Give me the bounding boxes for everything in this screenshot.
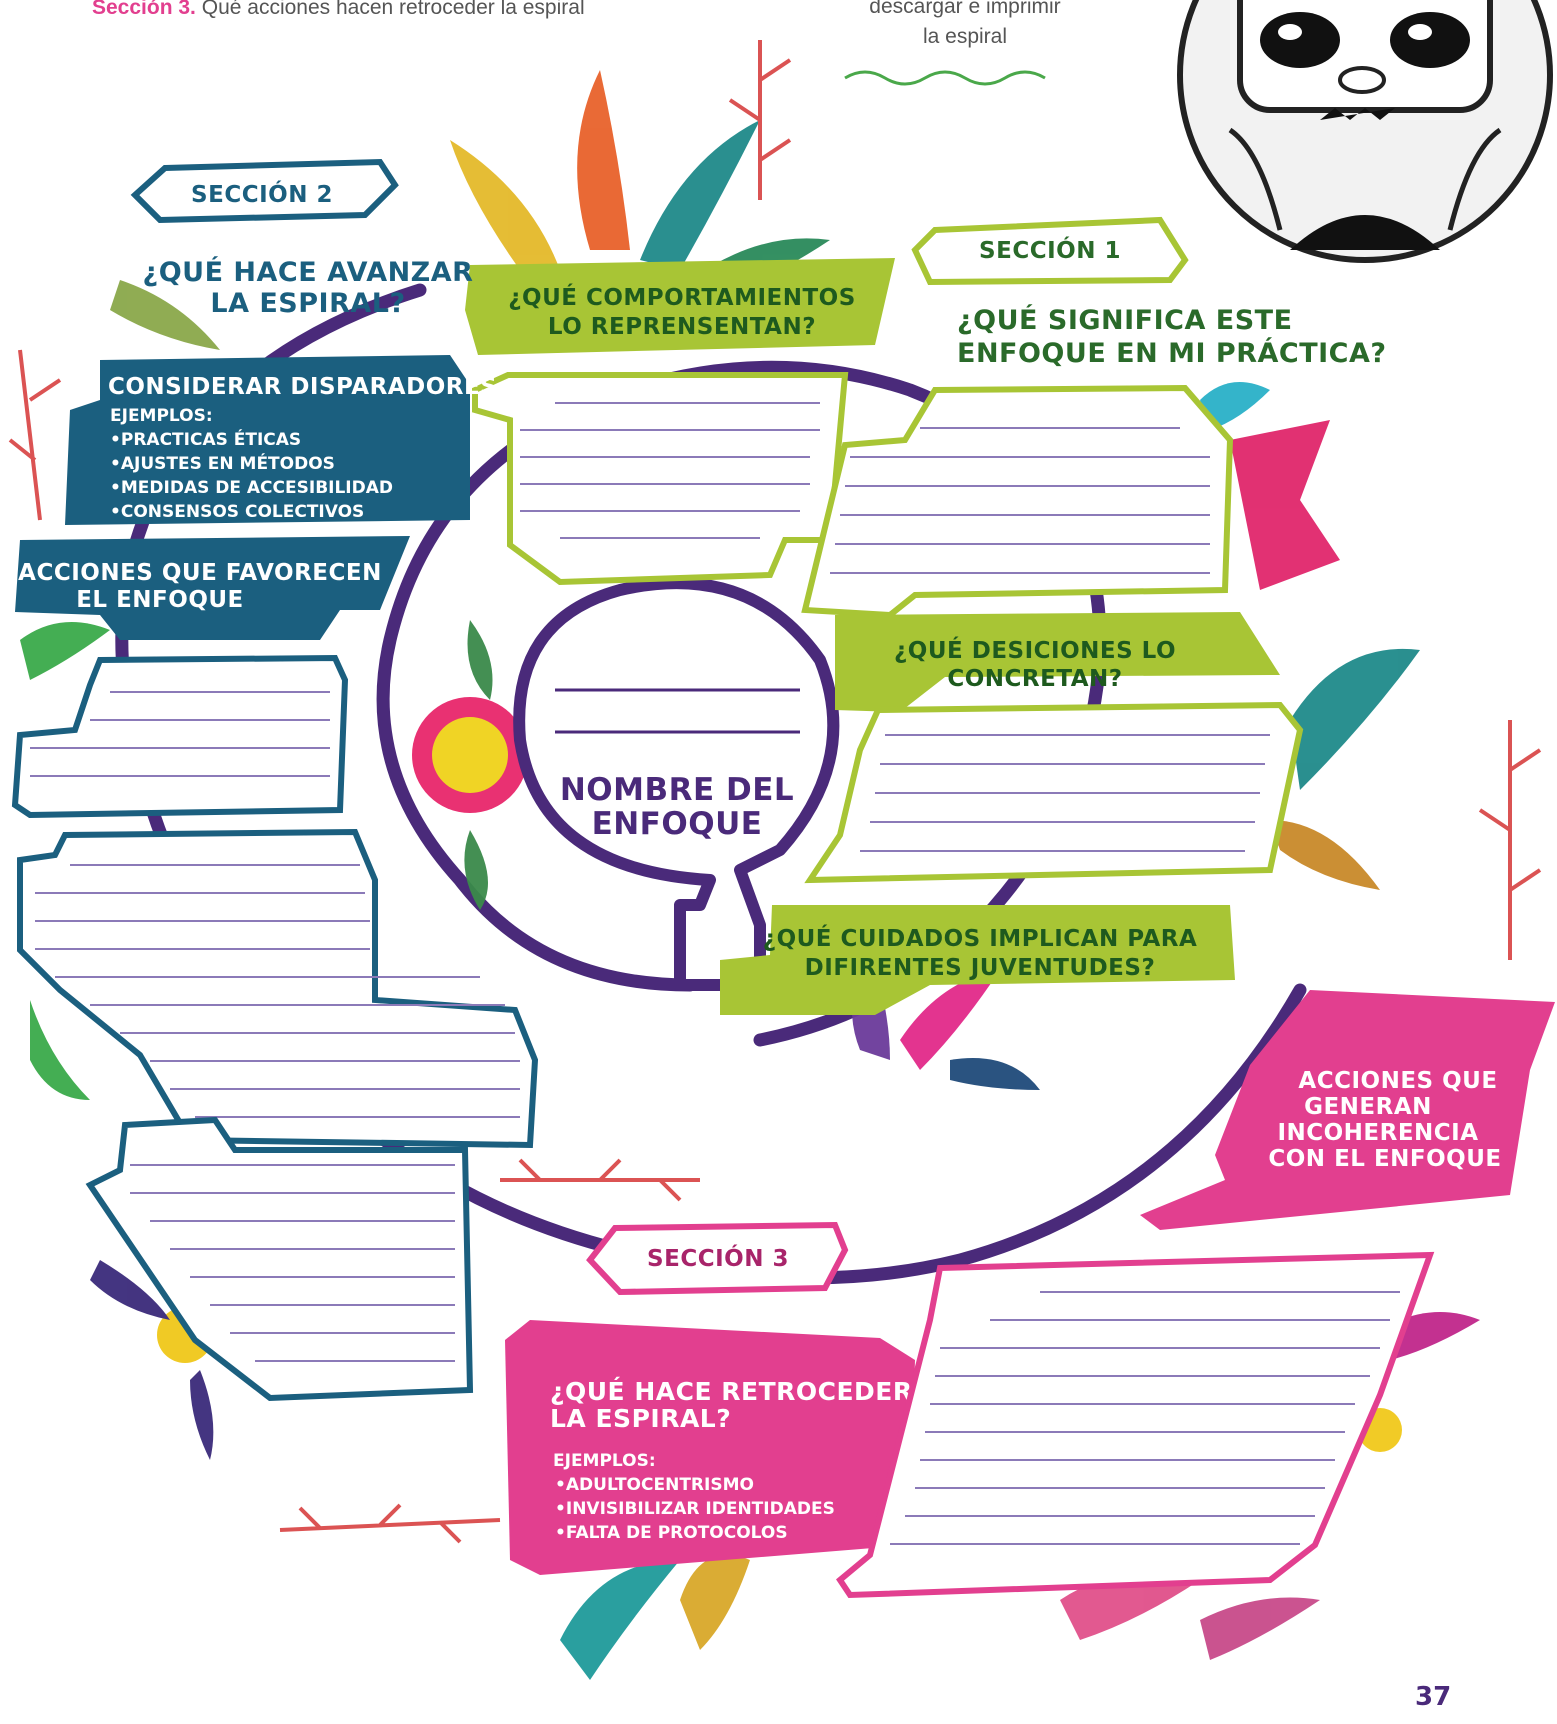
- favor-actions-banner: [15, 536, 410, 640]
- incoherence-line3: INCOHERENCIA: [1277, 1120, 1478, 1146]
- favor-writing-lines-1: [30, 691, 330, 777]
- section-2: SECCIÓN 2 ¿QUÉ HACE AVANZAR LA ESPIRAL? …: [11, 158, 539, 1402]
- behaviors-answer-box: [472, 372, 849, 586]
- behaviors-banner: [465, 258, 895, 355]
- section-3-tag: [586, 1221, 849, 1296]
- triggers-example-2: •AJUSTES EN MÉTODOS: [110, 452, 335, 474]
- favor-answer-box-1: [11, 654, 349, 819]
- triggers-examples-label: EJEMPLOS:: [110, 406, 213, 426]
- section-description: Qué acciones hacen retroceder la espiral: [201, 0, 585, 19]
- triggers-example-3: •MEDIDAS DE ACCESIBILIDAD: [110, 478, 393, 498]
- center-title-line1: NOMBRE DEL: [560, 772, 794, 808]
- retreat-example-2: •INVISIBILIZAR IDENTIDADES: [555, 1499, 835, 1519]
- triggers-title: CONSIDERAR DISPARADORES: [108, 374, 497, 400]
- decisions-line2: CONCRETAN?: [947, 666, 1122, 692]
- download-note-line1: descargar e imprimir: [869, 0, 1061, 18]
- favor-writing-lines-2: [35, 864, 520, 1118]
- incoherence-line4: CON EL ENFOQUE: [1268, 1146, 1501, 1172]
- section-1-question-line2: ENFOQUE EN MI PRÁCTICA?: [957, 337, 1387, 369]
- behaviors-line2: LO REPRENSENTAN?: [548, 314, 816, 340]
- section-1: SECCIÓN 1 ¿QUÉ SIGNIFICA ESTE ENFOQUE EN…: [465, 216, 1387, 1015]
- triggers-example-4: •CONSENSOS COLECTIVOS: [110, 502, 364, 522]
- meaning-answer-box: [801, 384, 1234, 619]
- favor-actions-line2: EL ENFOQUE: [76, 587, 244, 613]
- favor-actions-line1: ACCIONES QUE FAVORECEN: [18, 560, 382, 586]
- decisions-writing-lines: [860, 734, 1270, 852]
- section-3: SECCIÓN 3 ¿QUÉ HACE RETROCEDER LA ESPIRA…: [505, 990, 1555, 1599]
- section-1-tag: [911, 216, 1189, 286]
- meaning-writing-lines: [830, 427, 1210, 574]
- favor-answer-box-3: [85, 1116, 474, 1402]
- retreat-question-line2: LA ESPIRAL?: [550, 1404, 731, 1433]
- care-line2: DIFIRENTES JUVENTUDES?: [805, 955, 1156, 981]
- incoherence-panel: [1140, 990, 1555, 1230]
- triggers-panel: [65, 355, 470, 525]
- section-3-tag-label: SECCIÓN 3: [647, 1244, 789, 1272]
- care-line1: ¿QUÉ CUIDADOS IMPLICAN PARA: [763, 924, 1198, 952]
- favor-writing-lines-3: [130, 1164, 455, 1362]
- decisions-line1: ¿QUÉ DESICIONES LO: [894, 636, 1176, 664]
- page-header: Sección 3. Qué acciones hacen retroceder…: [92, 0, 585, 20]
- care-banner: [720, 905, 1235, 1015]
- section-2-tag: [130, 158, 399, 224]
- behaviors-line1: ¿QUÉ COMPORTAMIENTOS: [508, 283, 856, 311]
- center-title-line2: ENFOQUE: [592, 806, 763, 842]
- section-1-tag-label: SECCIÓN 1: [979, 236, 1121, 264]
- character-illustration: [1177, 0, 1553, 263]
- favor-answer-box-2: [17, 828, 539, 1149]
- decisions-banner: [835, 612, 1280, 712]
- retreat-question-line1: ¿QUÉ HACE RETROCEDER: [550, 1377, 913, 1406]
- triggers-example-1: •PRACTICAS ÉTICAS: [110, 428, 301, 450]
- incoherence-line2: GENERAN: [1304, 1094, 1432, 1120]
- incoherence-line1: ACCIONES QUE: [1298, 1068, 1497, 1094]
- section-2-question-line2: LA ESPIRAL?: [210, 288, 405, 319]
- decorative-wave: [844, 70, 1046, 86]
- retreat-example-1: •ADULTOCENTRISMO: [555, 1475, 754, 1495]
- retreat-panel: [505, 1320, 915, 1575]
- section-label: Sección 3.: [92, 0, 196, 19]
- page-number: 37: [1415, 1682, 1452, 1712]
- incoherence-answer-box: [836, 1251, 1435, 1599]
- download-note-line2: la espiral: [922, 25, 1008, 48]
- incoherence-writing-lines: [890, 1291, 1400, 1545]
- retreat-examples-label: EJEMPLOS:: [553, 1451, 656, 1471]
- center-bubble: NOMBRE DEL ENFOQUE: [513, 577, 840, 991]
- section-2-tag-label: SECCIÓN 2: [191, 180, 333, 208]
- download-note: descargar e imprimir la espiral: [840, 0, 1090, 52]
- retreat-example-3: •FALTA DE PROTOCOLOS: [555, 1523, 788, 1543]
- section-2-question-line1: ¿QUÉ HACE AVANZAR: [143, 256, 474, 288]
- section-1-question-line1: ¿QUÉ SIGNIFICA ESTE: [957, 304, 1293, 336]
- behaviors-writing-lines: [520, 402, 820, 539]
